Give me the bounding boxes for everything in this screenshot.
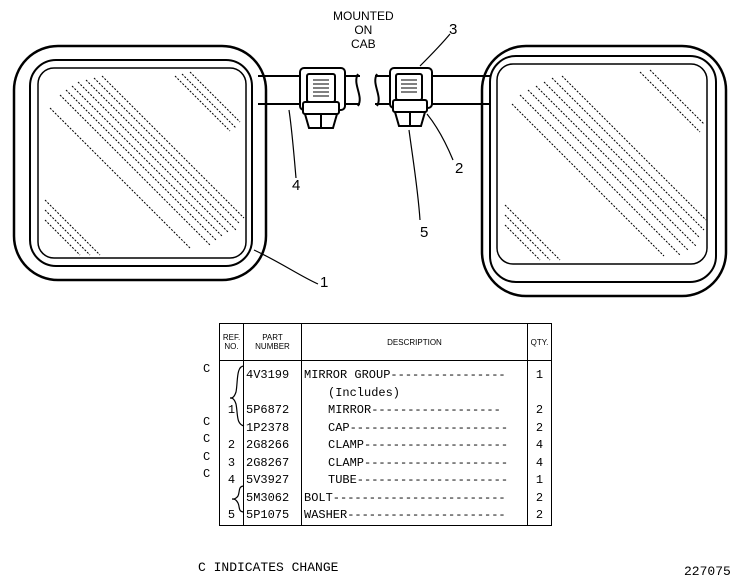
qty-cell: 2: [527, 507, 552, 526]
table-row: 2 2G8266 CLAMP-------------------- 4: [219, 437, 552, 455]
clamp-right: [389, 67, 433, 127]
desc-cell: CLAMP--------------------: [301, 454, 528, 472]
qty-cell: 2: [527, 419, 552, 437]
table-row: 4 5V3927 TUBE--------------------- 1: [219, 472, 552, 490]
desc-cell: CLAMP--------------------: [301, 437, 528, 455]
callout-4: 4: [292, 177, 301, 194]
qty-cell: 1: [527, 360, 552, 385]
table-row: 3 2G8267 CLAMP-------------------- 4: [219, 454, 552, 472]
mounted-on-cab-label: MOUNTED ON CAB: [333, 9, 394, 51]
mount-label-line-3: CAB: [350, 37, 376, 51]
mirror-left: [12, 44, 268, 282]
table-row: 5 5P1075 WASHER---------------------- 2: [219, 507, 552, 526]
group-braces: [229, 365, 245, 513]
change-marker: C: [203, 415, 211, 429]
part-cell: 4V3199: [243, 360, 302, 385]
part-cell: 5P6872: [243, 402, 302, 420]
desc-cell: CAP----------------------: [301, 419, 528, 437]
callout-3: 3: [449, 21, 458, 38]
desc-cell: BOLT------------------------: [301, 489, 528, 507]
callout-5: 5: [420, 224, 429, 241]
support-tube-right: [374, 73, 490, 107]
qty-cell: 4: [527, 437, 552, 455]
leader-lines: [253, 33, 454, 285]
header-description: DESCRIPTION: [301, 323, 528, 361]
callout-2: 2: [455, 160, 464, 177]
part-cell: 2G8267: [243, 454, 302, 472]
callout-1: 1: [320, 274, 329, 291]
mount-label-line-2: ON: [354, 23, 373, 37]
header-qty: QTY.: [527, 323, 552, 361]
table-row: (Includes): [219, 384, 552, 402]
desc-cell: MIRROR------------------: [301, 402, 528, 420]
header-ref-no: REF. NO.: [219, 323, 244, 361]
qty-cell: [527, 384, 552, 402]
qty-cell: 1: [527, 472, 552, 490]
mount-label-line-1: MOUNTED: [333, 9, 394, 23]
ref-cell: [219, 360, 244, 385]
change-marker: C: [203, 432, 211, 446]
desc-cell: WASHER----------------------: [301, 507, 528, 526]
table-row: 1 5P6872 MIRROR------------------ 2: [219, 402, 552, 420]
desc-cell: (Includes): [301, 384, 528, 402]
change-marker: C: [203, 362, 211, 376]
header-part-number: PART NUMBER: [243, 323, 302, 361]
parts-table: REF. NO. PART NUMBER DESCRIPTION QTY. 4V…: [219, 323, 552, 526]
change-marker: C: [203, 450, 211, 464]
qty-cell: 4: [527, 454, 552, 472]
mirror-group-diagram: [12, 33, 728, 298]
part-cell: 5P1075: [243, 507, 302, 526]
desc-cell: MIRROR GROUP----------------: [301, 360, 528, 385]
qty-cell: 2: [527, 489, 552, 507]
part-cell: [243, 384, 302, 402]
clamp-left: [299, 67, 346, 129]
table-row: 5M3062 BOLT------------------------ 2: [219, 489, 552, 507]
qty-cell: 2: [527, 402, 552, 420]
change-legend: C INDICATES CHANGE: [198, 560, 339, 575]
figure-number: 227075: [684, 564, 731, 579]
part-cell: 5V3927: [243, 472, 302, 490]
table-row: 4V3199 MIRROR GROUP---------------- 1: [219, 360, 552, 385]
desc-cell: TUBE---------------------: [301, 472, 528, 490]
mirror-right: [480, 44, 728, 298]
part-cell: 1P2378: [243, 419, 302, 437]
change-marker: C: [203, 467, 211, 481]
table-row: 1P2378 CAP---------------------- 2: [219, 419, 552, 437]
part-cell: 5M3062: [243, 489, 302, 507]
part-cell: 2G8266: [243, 437, 302, 455]
